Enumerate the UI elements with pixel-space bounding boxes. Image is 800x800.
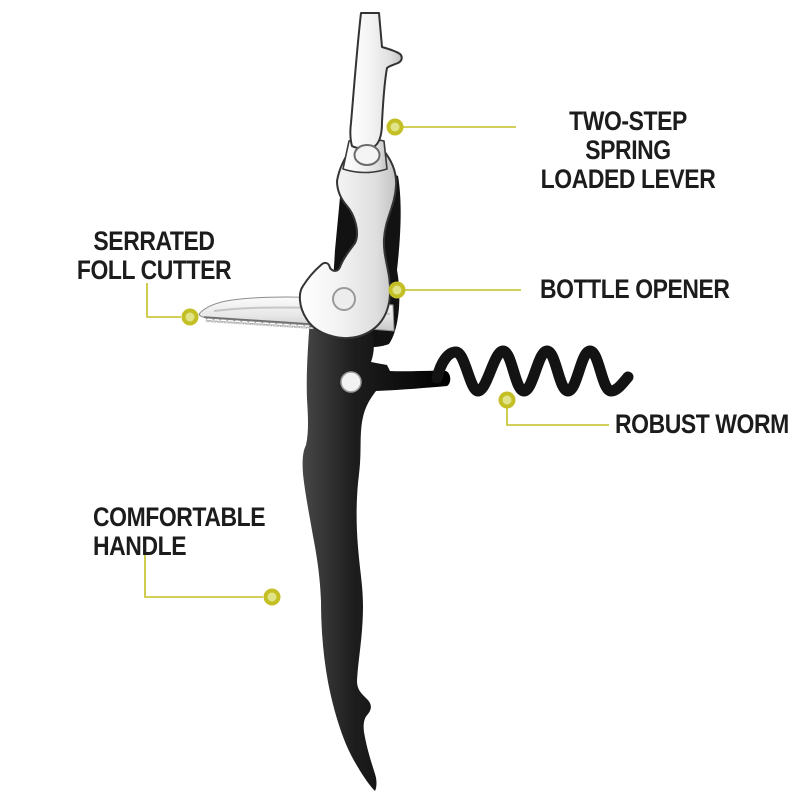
callout-dot-handle xyxy=(263,588,281,606)
body-rivet xyxy=(332,287,356,311)
callout-dot-robust-worm xyxy=(498,391,516,409)
worm-spiral xyxy=(431,345,634,397)
callout-line-handle xyxy=(144,551,263,598)
callout-line-foil-cutter xyxy=(146,283,181,318)
label-serrated-foll-cutter: SERRATED FOLL CUTTER xyxy=(69,227,239,285)
label-line: HANDLE xyxy=(93,531,187,561)
callout-line-robust-worm xyxy=(506,408,609,426)
handle-hinge-rivet xyxy=(340,371,362,393)
lever-part xyxy=(349,12,403,150)
label-comfortable-handle: COMFORTABLE HANDLE xyxy=(93,502,266,561)
callout-lines xyxy=(144,126,609,598)
label-robust-worm: ROBUST WORM xyxy=(615,410,789,439)
label-line: BOTTLE OPENER xyxy=(540,274,730,304)
label-bottle-opener: BOTTLE OPENER xyxy=(540,275,730,304)
bottle-opener-part xyxy=(298,146,398,339)
label-line: TWO-STEP SPRING xyxy=(569,106,687,165)
callout-dot-foil-cutter xyxy=(181,308,199,326)
label-line: ROBUST WORM xyxy=(615,409,789,439)
callout-dots xyxy=(181,118,516,606)
label-line: LOADED LEVER xyxy=(540,164,716,194)
label-line: FOLL CUTTER xyxy=(76,255,232,285)
comfortable-handle-part xyxy=(302,315,451,791)
label-line: SERRATED xyxy=(93,226,215,256)
callout-dot-two-step-lever xyxy=(386,118,404,136)
label-two-step-spring-loaded-lever: TWO-STEP SPRING LOADED LEVER xyxy=(526,107,730,194)
lever-hinge-rivet xyxy=(353,144,381,166)
label-line: COMFORTABLE xyxy=(93,502,266,532)
callout-dot-bottle-opener xyxy=(388,281,406,299)
